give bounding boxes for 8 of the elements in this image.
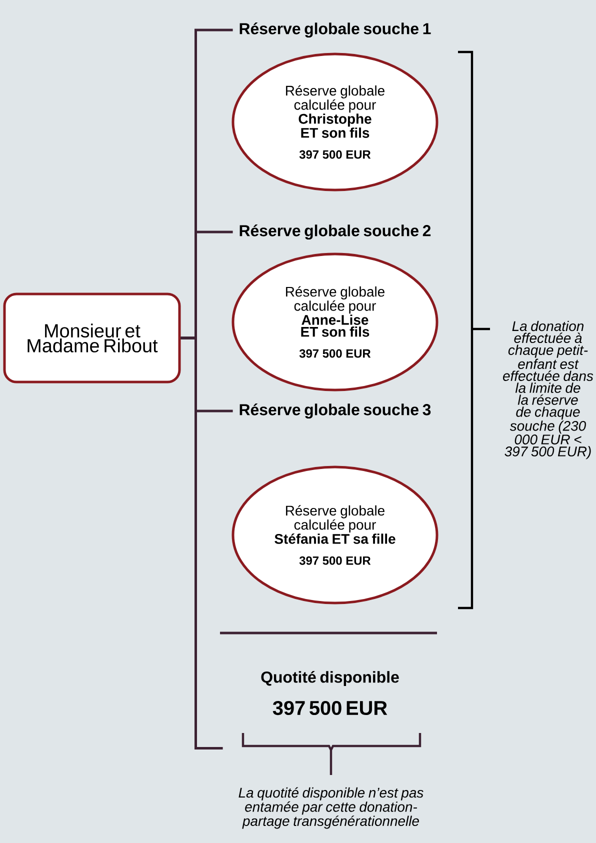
heading-text: Réserve globale souche 2 [240,224,431,240]
connector-line [180,336,223,750]
note-text: La quotité disponible n’est pas entamée par cette donation-partage transgénérationnelle [238,787,424,829]
note-text: La donation effectuée à chaque petit-enfant est effectuée dans la limite de la réserve de chaque souche (230 000 EUR < 397 500 EUR) [503,320,594,460]
amount-text: Quotité disponible 397 500 EUR [261,670,399,716]
person-box: Monsieur et Madame Ribout [3,292,181,384]
heading-text: Réserve globale souche 1 [240,22,431,38]
heading-text: Réserve globale souche 3 [240,403,431,419]
